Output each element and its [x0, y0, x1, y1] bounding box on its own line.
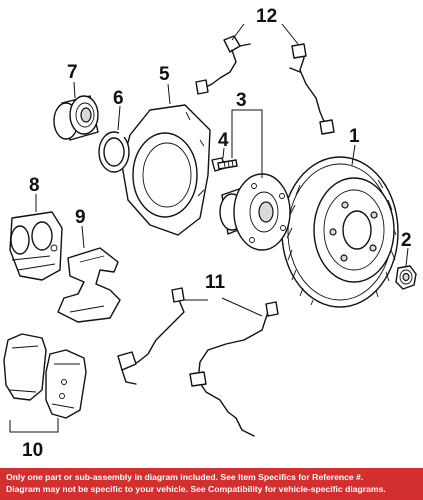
brake-caliper: [9, 211, 63, 281]
callout-9: 9: [75, 207, 86, 228]
leader-lines: [9, 23, 409, 433]
abs-wheel-speed-sensor: [117, 287, 279, 437]
callout-6: 6: [113, 88, 124, 109]
caliper-bracket: [57, 247, 121, 323]
brake-pads: [3, 333, 87, 419]
callout-5: 5: [159, 64, 170, 85]
callout-7: 7: [67, 62, 78, 83]
callout-1: 1: [349, 126, 360, 147]
dust-shield: [121, 104, 211, 236]
snap-ring: [98, 131, 130, 173]
callout-8: 8: [29, 175, 40, 196]
disclaimer-line-2: Diagram may not be specific to your vehi…: [6, 484, 386, 494]
wheel-hub: [219, 173, 291, 251]
brake-rotor: [281, 156, 399, 308]
callout-numbers: 1 2 3 4 5 6 7 8 9 10 11 12: [22, 6, 412, 461]
callout-11: 11: [205, 272, 226, 293]
callout-2: 2: [401, 230, 412, 251]
callout-10: 10: [22, 440, 43, 461]
disclaimer-banner: Only one part or sub-assembly in diagram…: [0, 468, 423, 500]
brake-parts-diagram: 1 2 3 4 5 6 7 8 9 10 11 12: [3, 6, 417, 461]
callout-12: 12: [256, 6, 277, 27]
disclaimer-line-1: Only one part or sub-assembly in diagram…: [6, 472, 364, 482]
callout-3: 3: [236, 90, 247, 111]
wheel-bearing: [53, 95, 99, 141]
wheel-stud: [211, 157, 238, 172]
callout-4: 4: [218, 130, 229, 151]
lug-nut: [395, 265, 417, 290]
abs-sensor-harness: [195, 35, 335, 135]
